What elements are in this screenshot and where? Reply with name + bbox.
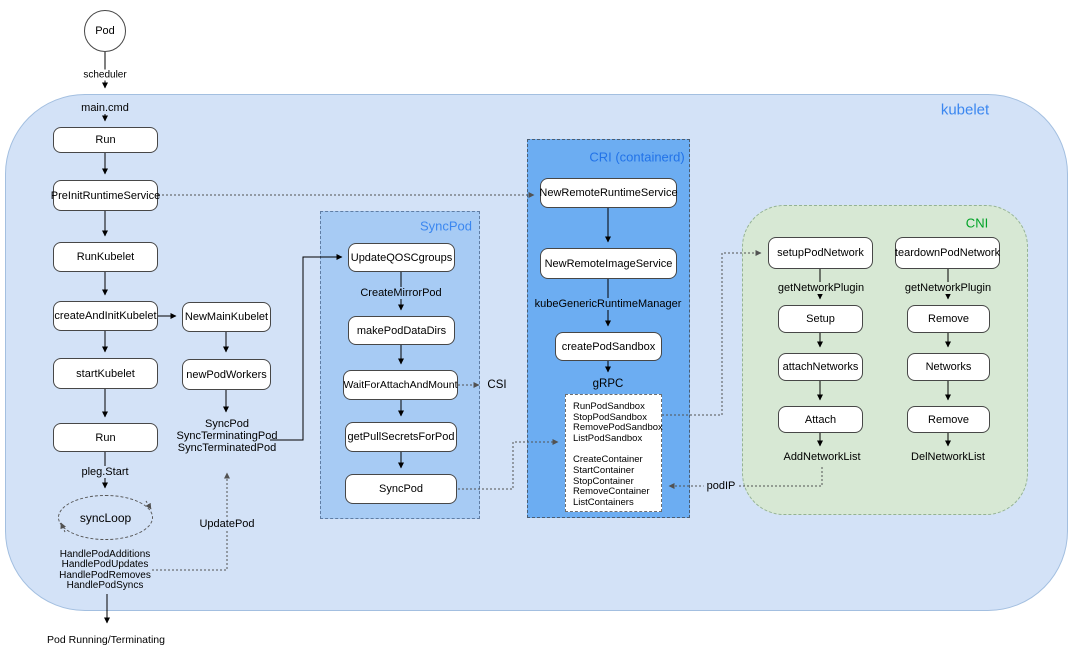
node-syncpod: SyncPod: [345, 474, 457, 504]
node-run-1-label: Run: [95, 134, 116, 146]
node-newpodworkers: newPodWorkers: [182, 359, 271, 390]
node-newremoteruntimeservice-label: NewRemoteRuntimeService: [539, 187, 678, 199]
label-getnetworkplugin-setup: getNetworkPlugin: [774, 282, 868, 294]
node-attach: Attach: [778, 406, 863, 433]
grpc-call: CreateContainer: [573, 454, 643, 466]
node-getpullsecretsforpod: getPullSecretsForPod: [345, 422, 457, 452]
grpc-call: ListContainers: [573, 496, 634, 508]
node-syncpod-label: SyncPod: [378, 483, 424, 495]
node-attach-label: Attach: [804, 413, 837, 426]
node-updateqoscgroups-label: UpdateQOSCgroups: [350, 251, 453, 264]
node-setuppodnetwork-label: setupPodNetwork: [777, 247, 864, 259]
label-createmirrorpod: CreateMirrorPod: [357, 287, 445, 299]
node-newremoteimageservice-label: NewRemoteImageService: [544, 257, 673, 270]
node-newmainkubelet: NewMainKubelet: [182, 302, 271, 332]
node-attachnetworks-label: attachNetworks: [782, 361, 859, 373]
node-setup-label: Setup: [806, 313, 835, 325]
grpc-call: StartContainer: [573, 464, 635, 476]
node-runkubelet-label: RunKubelet: [76, 251, 135, 263]
syncpod-call: SyncTerminatedPod: [177, 441, 277, 454]
kubelet-title: kubelet: [940, 101, 990, 119]
cri-title: CRI (containerd): [589, 149, 685, 165]
node-remove-networks: Remove: [907, 406, 990, 433]
label-getnetworkplugin-teardown: getNetworkPlugin: [901, 282, 995, 294]
node-updateqoscgroups: UpdateQOSCgroups: [348, 243, 455, 272]
node-setup: Setup: [778, 305, 863, 333]
node-waitforattachandmount-label: WaitForAttachAndMount: [343, 379, 458, 391]
handlepod-call: HandlePodRemoves: [59, 569, 151, 581]
label-addnetworklist: AddNetworkList: [780, 451, 864, 463]
label-csi: CSI: [484, 379, 510, 391]
node-createpodsandbox: createPodSandbox: [555, 332, 662, 361]
node-runkubelet: RunKubelet: [53, 242, 158, 272]
handlepod-call-list: HandlePodAdditions HandlePodUpdates Hand…: [59, 549, 151, 592]
node-attachnetworks: attachNetworks: [778, 353, 863, 381]
node-createandinitkubelet: createAndInitKubelet: [53, 301, 158, 331]
node-makepoddatadirs: makePodDataDirs: [348, 316, 455, 345]
node-run-2: Run: [53, 423, 158, 452]
node-newremoteruntimeservice: NewRemoteRuntimeService: [539, 178, 678, 208]
node-networks-label: Networks: [925, 361, 972, 373]
label-pod-running-terminating: Pod Running/Terminating: [44, 634, 168, 646]
node-run-2-label: Run: [95, 431, 116, 444]
node-remove-networks-label: Remove: [928, 413, 969, 426]
node-setuppodnetwork: setupPodNetwork: [768, 237, 873, 269]
node-preinitruntimeservice-label: PreInitRuntimeService: [50, 189, 161, 202]
node-startkubelet: startKubelet: [53, 358, 158, 389]
node-teardownpodnetwork-label: teardownPodNetwork: [894, 247, 1001, 259]
node-syncloop: syncLoop: [58, 495, 153, 540]
syncpod-call-list: SyncPod SyncTerminatingPod SyncTerminate…: [176, 418, 278, 454]
node-syncloop-label: syncLoop: [79, 510, 132, 525]
node-teardownpodnetwork: teardownPodNetwork: [895, 237, 1000, 269]
label-scheduler: scheduler: [80, 69, 130, 81]
node-remove-plugin-label: Remove: [928, 313, 969, 325]
label-main-cmd: main.cmd: [78, 102, 132, 114]
node-remove-plugin: Remove: [907, 305, 990, 333]
node-makepoddatadirs-label: makePodDataDirs: [356, 324, 447, 337]
grpc-call: RemovePodSandbox: [573, 422, 663, 434]
syncpod-call: SyncTerminatingPod: [176, 429, 278, 442]
label-kubegenericruntimemanager: kubeGenericRuntimeManager: [531, 298, 685, 310]
syncpod-call: SyncPod: [204, 418, 250, 430]
label-updatepod: UpdatePod: [196, 518, 258, 530]
node-createpodsandbox-label: createPodSandbox: [561, 340, 656, 353]
grpc-call: StopPodSandbox: [573, 411, 647, 423]
handlepod-call: HandlePodSyncs: [66, 580, 144, 592]
node-networks: Networks: [907, 353, 990, 381]
node-startkubelet-label: startKubelet: [76, 367, 135, 380]
grpc-calls-box: RunPodSandbox StopPodSandbox RemovePodSa…: [565, 394, 663, 512]
label-pleg-start: pleg.Start: [78, 466, 132, 478]
label-grpc: gRPC: [589, 378, 627, 390]
node-waitforattachandmount: WaitForAttachAndMount: [343, 370, 458, 400]
node-getpullsecretsforpod-label: getPullSecretsForPod: [347, 431, 455, 443]
node-newmainkubelet-label: NewMainKubelet: [184, 311, 269, 323]
label-delnetworklist: DelNetworkList: [908, 451, 988, 463]
grpc-call: RunPodSandbox: [573, 401, 645, 412]
node-newpodworkers-label: newPodWorkers: [186, 368, 267, 381]
node-newremoteimageservice: NewRemoteImageService: [540, 248, 677, 279]
node-pod-label: Pod: [95, 25, 115, 37]
grpc-call: ListPodSandbox: [573, 432, 643, 444]
node-createandinitkubelet-label: createAndInitKubelet: [54, 310, 157, 322]
label-podip: podIP: [703, 480, 739, 492]
node-pod: Pod: [84, 10, 126, 52]
syncpod-title: SyncPod: [419, 218, 473, 234]
handlepod-call: HandlePodUpdates: [61, 559, 149, 571]
node-preinitruntimeservice: PreInitRuntimeService: [50, 180, 161, 211]
cni-title: CNI: [965, 215, 989, 231]
handlepod-call: HandlePodAdditions: [59, 549, 151, 560]
grpc-call: StopContainer: [573, 475, 634, 487]
node-run-1: Run: [53, 127, 158, 153]
grpc-call: RemoveContainer: [573, 486, 650, 498]
